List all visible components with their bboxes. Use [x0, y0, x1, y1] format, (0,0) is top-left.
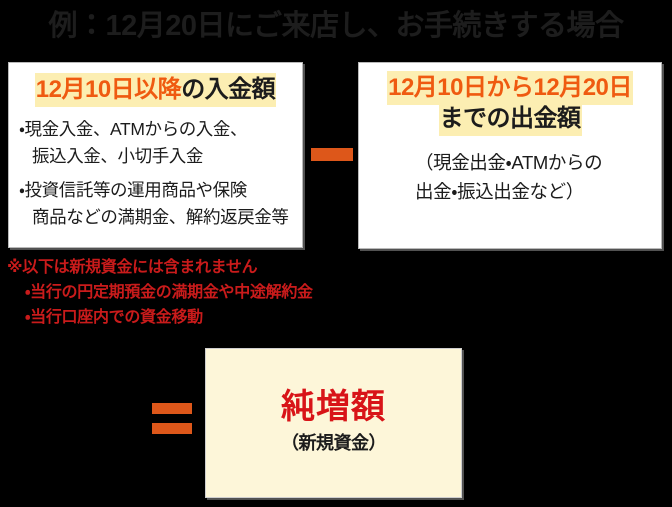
note-line-3: ・当行口座内での資金移動 [25, 309, 203, 326]
deposit-amount-box: 12月10日以降の入金額 ・現金入金、ATMからの入金、 振込入金、小切手入金 … [8, 62, 303, 248]
deposit-heading-label: の入金額 [181, 76, 276, 103]
note-line-2: ・当行の円定期預金の満期金や中途解約金 [25, 284, 313, 301]
equals-operator-icon [152, 403, 192, 434]
result-main-label: 純増額 [281, 388, 386, 426]
list-item: ・投資信託等の運用商品や保険 商品などの満期金、解約返戻金等 [19, 177, 302, 231]
withdraw-heading-line1: 12月10日から12月20日 [359, 71, 661, 105]
deposit-bullet-1-line1: ・現金入金、ATMからの入金、 [19, 119, 248, 139]
withdraw-body-line2: 出金・振込出金など） [415, 181, 584, 202]
deposit-bullet-list: ・現金入金、ATMからの入金、 振込入金、小切手入金 ・投資信託等の運用商品や保… [19, 116, 302, 231]
exclusion-note: ※以下は新規資金には含まれません ・当行の円定期預金の満期金や中途解約金 ・当行… [7, 255, 313, 330]
page-title: 例：12月20日にご来店し、お手続きする場合 [48, 10, 624, 42]
deposit-bullet-2-line1: ・投資信託等の運用商品や保険 [19, 180, 247, 200]
deposit-bullet-2-line2: 商品などの満期金、解約返戻金等 [32, 207, 289, 227]
withdraw-heading-label: までの出金額 [438, 102, 582, 136]
deposit-heading-date: 12月10日以降 [35, 76, 182, 103]
withdraw-body: （現金出金・ATMからの 出金・振込出金など） [359, 148, 661, 206]
withdraw-heading-line2: までの出金額 [359, 102, 661, 136]
equals-bar-bottom [152, 423, 192, 434]
result-sub-label: （新規資金） [281, 433, 387, 453]
withdraw-heading-date-range: 12月10日から12月20日 [387, 71, 633, 105]
minus-operator-icon [311, 148, 353, 161]
deposit-heading: 12月10日以降の入金額 [9, 73, 302, 107]
withdraw-body-line1: （現金出金・ATMからの [415, 152, 603, 173]
note-line-1: ※以下は新規資金には含まれません [7, 259, 258, 276]
equals-bar-top [152, 403, 192, 414]
deposit-bullet-1-line2: 振込入金、小切手入金 [32, 146, 203, 166]
net-increase-result-box: 純増額 （新規資金） [205, 348, 462, 498]
withdrawal-amount-box: 12月10日から12月20日 までの出金額 （現金出金・ATMからの 出金・振込… [358, 62, 662, 249]
list-item: ・現金入金、ATMからの入金、 振込入金、小切手入金 [19, 116, 302, 170]
